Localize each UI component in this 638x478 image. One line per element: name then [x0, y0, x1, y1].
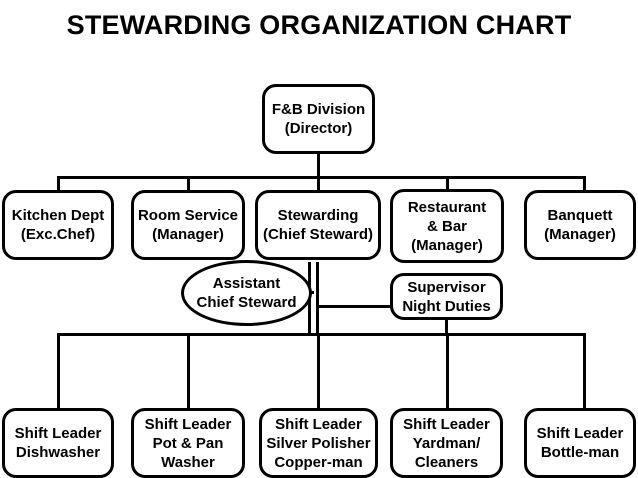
connector-drop-banquett	[583, 176, 586, 192]
connector-drop-pot-pan-washer	[187, 333, 190, 409]
node-assistant-chief-steward[interactable]: Assistant Chief Steward	[181, 260, 312, 326]
node-label-line2: Night Duties	[402, 297, 491, 315]
node-label-line3: (Manager)	[411, 236, 483, 254]
node-label-line2: (Chief Steward)	[262, 226, 373, 243]
node-label-line1: Shift Leader	[275, 415, 362, 433]
node-label-line2: & Bar	[426, 217, 467, 235]
node-label-line1: Room Service	[137, 207, 239, 224]
connector-level2-bus	[57, 176, 586, 179]
node-shift-leader-bottle-man[interactable]: Shift Leader Bottle-man	[524, 408, 636, 478]
connector-drop-stewarding	[317, 176, 320, 192]
connector-fb-down	[317, 152, 320, 179]
connector-drop-bottle-man	[583, 333, 586, 409]
node-label-line2: (Manager)	[152, 226, 224, 243]
node-supervisor-night-duties[interactable]: Supervisor Night Duties	[390, 273, 503, 320]
node-shift-leader-dishwasher[interactable]: Shift Leader Dishwasher	[2, 408, 114, 478]
node-f-and-b-division[interactable]: F&B Division (Director)	[262, 84, 375, 154]
node-label-line2: (Exc.Chef)	[20, 226, 96, 243]
node-banquett[interactable]: Banquett (Manager)	[524, 190, 636, 260]
node-room-service[interactable]: Room Service (Manager)	[131, 190, 245, 260]
connector-drop-kitchen	[57, 176, 60, 192]
node-label-line1: Shift Leader	[536, 425, 624, 442]
connector-stewarding-spine-right	[316, 262, 319, 336]
node-label-line1: F&B Division	[271, 101, 366, 118]
node-label-line1: Assistant	[212, 275, 281, 292]
node-label-line1: Shift Leader	[144, 415, 232, 433]
node-stewarding[interactable]: Stewarding (Chief Steward)	[255, 190, 381, 260]
node-label-line2: Yardman/	[412, 434, 481, 452]
connector-drop-restaurant	[446, 176, 449, 192]
node-label-line1: Supervisor	[407, 278, 486, 296]
connector-drop-yardman-cleaners	[446, 333, 449, 409]
node-label-line2: Silver Polisher	[266, 434, 371, 452]
node-label-line1: Kitchen Dept	[11, 207, 105, 224]
node-label-line2: Dishwasher	[15, 444, 101, 461]
node-label-line2: Bottle-man	[540, 444, 620, 461]
connector-drop-room-service	[187, 176, 190, 192]
connector-to-supervisor-night-duties	[316, 305, 394, 308]
node-label-line3: Cleaners	[414, 453, 479, 471]
connector-level4-bus	[57, 333, 586, 336]
node-shift-leader-silver-polisher[interactable]: Shift Leader Silver Polisher Copper-man	[259, 408, 378, 478]
node-label-line2: Chief Steward	[196, 294, 297, 311]
node-label-line1: Stewarding	[277, 207, 359, 224]
node-shift-leader-pot-pan-washer[interactable]: Shift Leader Pot & Pan Washer	[131, 408, 245, 478]
node-label-line1: Restaurant	[407, 198, 487, 216]
node-label-line3: Washer	[161, 453, 215, 471]
page-title: STEWARDING ORGANIZATION CHART	[66, 10, 572, 40]
connector-drop-silver-polisher	[317, 333, 320, 409]
node-label-line1: Shift Leader	[403, 415, 490, 433]
connector-supervisor-drop	[445, 318, 448, 336]
node-restaurant-and-bar[interactable]: Restaurant & Bar (Manager)	[390, 189, 504, 263]
node-label-line1: Shift Leader	[14, 425, 102, 442]
node-kitchen-dept[interactable]: Kitchen Dept (Exc.Chef)	[2, 190, 114, 260]
node-shift-leader-yardman-cleaners[interactable]: Shift Leader Yardman/ Cleaners	[390, 408, 503, 478]
connector-drop-dishwasher	[57, 333, 60, 409]
node-label-line2: Pot & Pan	[152, 434, 224, 452]
node-label-line2: (Director)	[284, 120, 353, 137]
node-label-line2: (Manager)	[544, 226, 616, 243]
node-label-line3: Copper-man	[274, 453, 363, 471]
node-label-line1: Banquett	[547, 207, 613, 224]
